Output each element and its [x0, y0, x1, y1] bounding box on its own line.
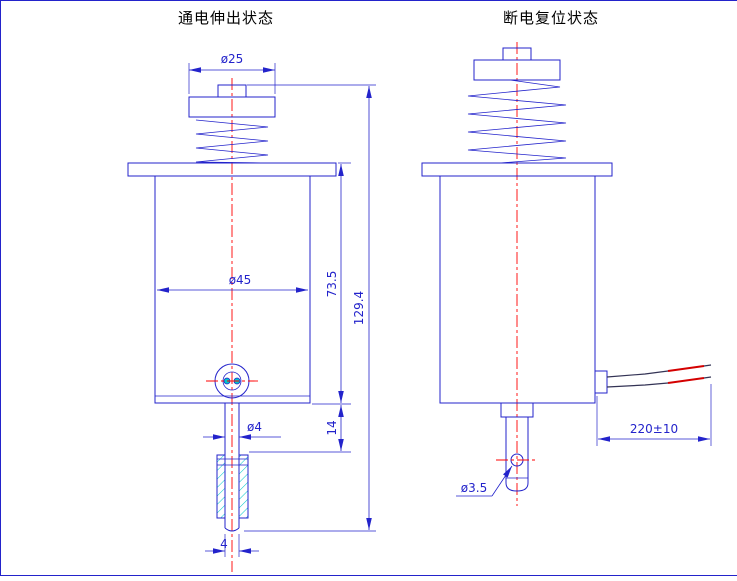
- left-view: 通电伸出状态: [127, 10, 376, 572]
- dim-tip-width: 4: [205, 534, 259, 557]
- dim-body-diameter-label: ø45: [229, 273, 252, 287]
- right-plunger-cap: [473, 59, 561, 81]
- dim-cap-diameter: ø25: [188, 52, 276, 94]
- left-plunger-cap: [188, 96, 276, 118]
- dim-hole-diameter: ø3.5: [456, 465, 513, 497]
- left-terminal-boss: [206, 363, 258, 399]
- left-guide-bush-section: [216, 454, 249, 519]
- dim-shaft-offset-label: 14: [325, 420, 339, 435]
- wire-red-lead: [667, 377, 705, 384]
- left-rod: [224, 403, 240, 455]
- dim-total-height-label: 129.4: [352, 291, 366, 325]
- wire-red-lead: [667, 365, 705, 372]
- right-body: [439, 175, 596, 404]
- wire-grommet: [594, 370, 608, 394]
- dim-shaft-offset: 14: [249, 405, 351, 453]
- left-rod-tip: [224, 518, 240, 532]
- dim-wire-length: 220±10: [596, 384, 712, 446]
- lead-wires: [594, 364, 712, 394]
- dim-body-height: 73.5: [312, 162, 351, 405]
- dim-body-height-label: 73.5: [325, 271, 339, 298]
- dim-hole-diameter-label: ø3.5: [461, 481, 487, 495]
- left-spring: [195, 119, 269, 164]
- dim-total-height: 129.4: [244, 84, 376, 532]
- right-spring: [467, 79, 567, 164]
- dim-body-diameter: ø45: [157, 273, 308, 293]
- dim-wire-length-label: 220±10: [630, 422, 678, 436]
- right-view: 断电复位状态: [421, 9, 712, 506]
- dim-tip-width-label: 4: [220, 537, 228, 551]
- dim-cap-diameter-label: ø25: [221, 52, 244, 66]
- dim-rod-diameter: ø4: [203, 420, 281, 440]
- right-view-title: 断电复位状态: [503, 9, 599, 27]
- dim-rod-diameter-label: ø4: [247, 420, 262, 434]
- left-body: [154, 175, 311, 404]
- left-view-title: 通电伸出状态: [178, 10, 274, 27]
